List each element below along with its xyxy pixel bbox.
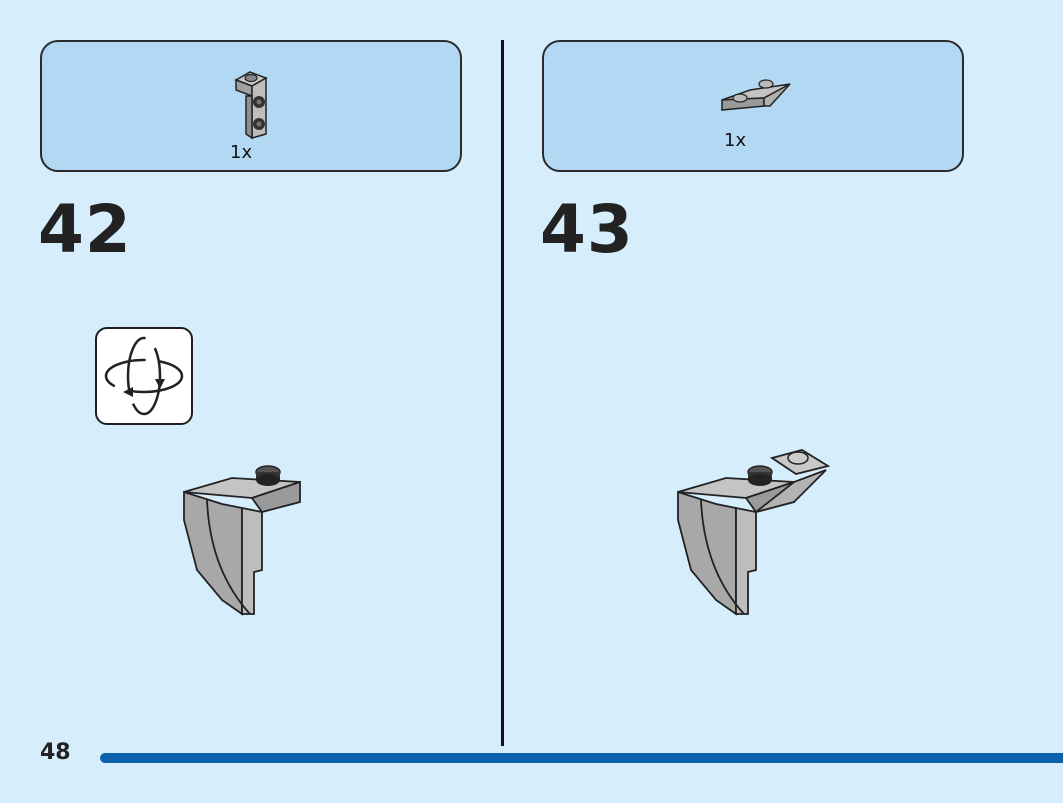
assembly-step-42-icon bbox=[183, 465, 301, 616]
step-number: 42 bbox=[38, 191, 132, 268]
parts-callout-step-43: 1x bbox=[542, 40, 964, 172]
page-number: 48 bbox=[40, 740, 71, 765]
part-quantity: 1x bbox=[230, 142, 253, 163]
assembly-step-43-icon bbox=[677, 449, 831, 616]
progress-bar-fill bbox=[100, 753, 1063, 763]
rotate-model-icon bbox=[95, 327, 193, 425]
step-divider bbox=[501, 40, 504, 746]
part-quantity: 1x bbox=[724, 130, 747, 151]
parts-callout-step-42: 1x bbox=[40, 40, 462, 172]
progress-bar bbox=[100, 753, 1063, 763]
step-number: 43 bbox=[540, 191, 634, 268]
bracket-1x2-icon bbox=[234, 71, 268, 140]
inverted-slope-icon bbox=[721, 79, 791, 111]
